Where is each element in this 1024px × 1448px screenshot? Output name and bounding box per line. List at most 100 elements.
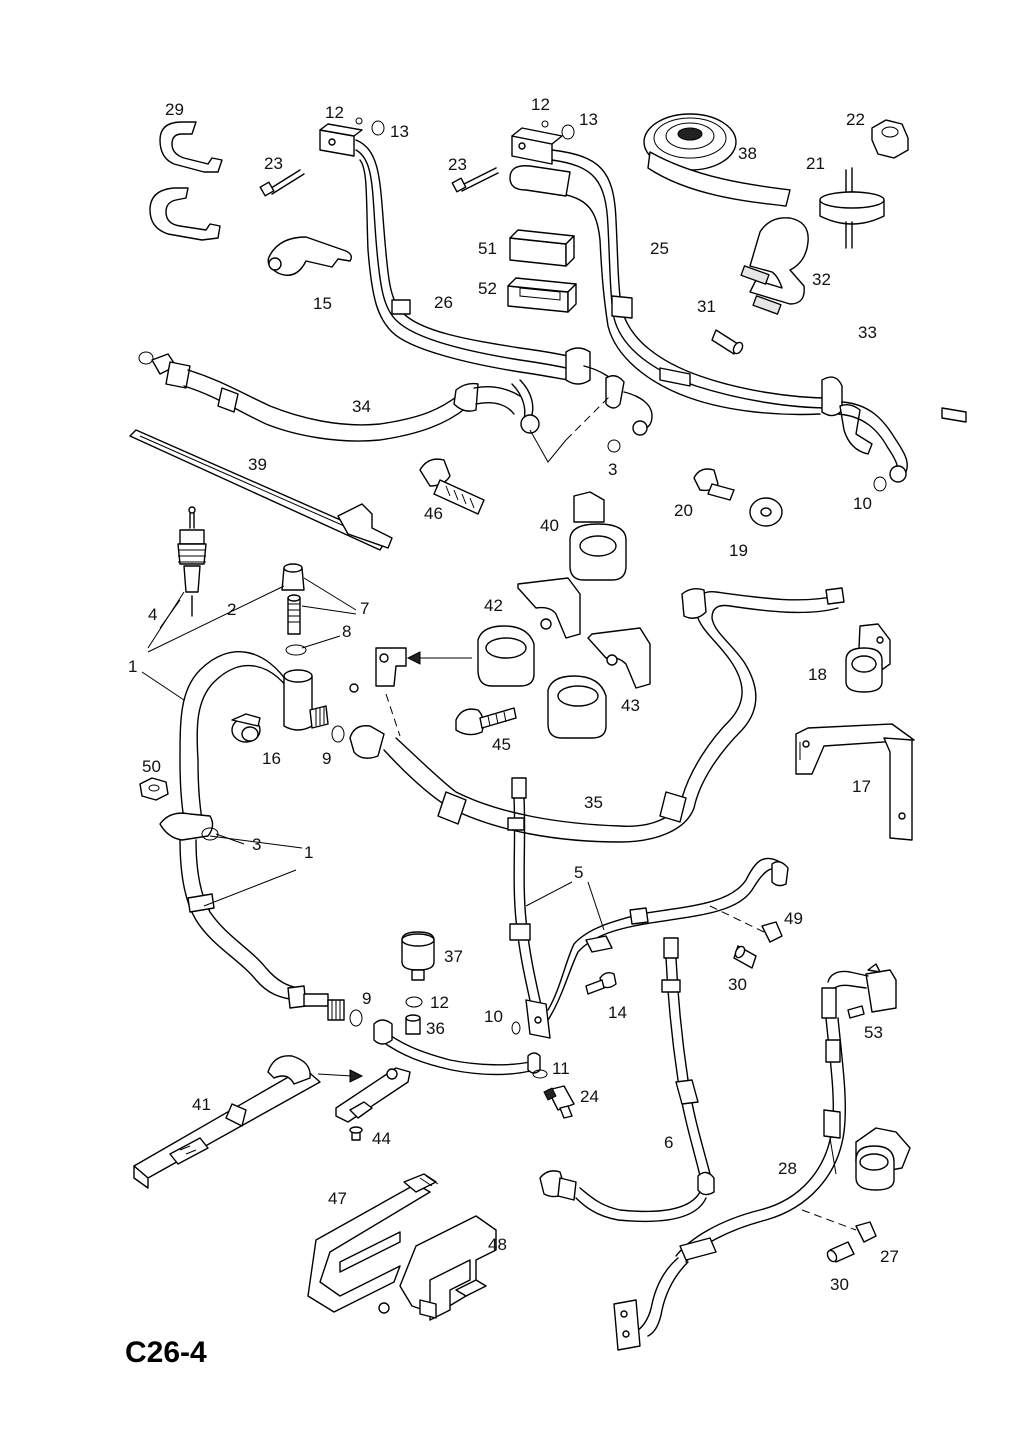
label-24: 24 xyxy=(580,1087,599,1106)
part-52-pad xyxy=(507,277,577,313)
part-12-block-left xyxy=(319,117,385,157)
part-31-sleeve xyxy=(711,329,744,355)
part-40-clip xyxy=(569,491,627,581)
label-23: 23 xyxy=(448,155,467,174)
part-30-sleeve-bottom xyxy=(826,1241,855,1263)
label-8: 8 xyxy=(342,622,351,641)
part-49-clip xyxy=(761,921,783,943)
part-19-washer xyxy=(749,497,783,527)
part-30-sleeve-mid xyxy=(733,945,757,969)
label-48: 48 xyxy=(488,1235,507,1254)
label-33: 33 xyxy=(858,323,877,342)
diagram-code: C26-4 xyxy=(125,1336,207,1369)
label-12: 12 xyxy=(430,993,449,1012)
part-28-hose xyxy=(613,970,869,1351)
label-22: 22 xyxy=(846,110,865,129)
label-1: 1 xyxy=(304,843,313,862)
label-41: 41 xyxy=(192,1095,211,1114)
label-28: 28 xyxy=(778,1159,797,1178)
part-14-screw xyxy=(585,971,617,995)
label-31: 31 xyxy=(697,297,716,316)
part-small-screw xyxy=(349,683,359,693)
label-39: 39 xyxy=(248,455,267,474)
part-32-clamp xyxy=(740,217,809,315)
part-20-bolt xyxy=(693,468,735,501)
part-7-valve-core xyxy=(287,594,301,635)
label-7: 7 xyxy=(360,599,369,618)
label-40: 40 xyxy=(540,516,559,535)
label-5: 5 xyxy=(574,863,583,882)
label-10: 10 xyxy=(853,494,872,513)
label-3: 3 xyxy=(608,460,617,479)
part-21-mount xyxy=(819,167,885,249)
part-8-oring xyxy=(285,644,307,656)
label-21: 21 xyxy=(806,154,825,173)
label-42: 42 xyxy=(484,596,503,615)
part-12-block-right xyxy=(511,120,575,165)
label-6: 6 xyxy=(664,1133,673,1152)
part-6-hose xyxy=(539,937,715,1223)
part-43-clamp xyxy=(547,627,651,739)
label-1: 1 xyxy=(128,657,137,676)
part-22-nut xyxy=(871,119,909,159)
part-42-clamp xyxy=(477,577,581,687)
part-clamp-bottom-right xyxy=(855,1127,911,1191)
label-11: 11 xyxy=(552,1059,570,1078)
label-37: 37 xyxy=(444,947,463,966)
part-37-switch xyxy=(401,931,435,981)
part-15-clip xyxy=(267,236,353,276)
leaders-28 xyxy=(801,1137,857,1231)
label-14: 14 xyxy=(608,1003,627,1022)
part-17-bracket xyxy=(795,723,915,841)
part-26-pipe xyxy=(355,139,653,436)
label-15: 15 xyxy=(313,294,332,313)
label-34: 34 xyxy=(352,397,371,416)
part-25-pipe xyxy=(509,149,967,483)
label-13: 13 xyxy=(390,122,409,141)
label-49: 49 xyxy=(784,909,803,928)
part-12-oring-mid xyxy=(405,996,423,1008)
label-47: 47 xyxy=(328,1189,347,1208)
label-19: 19 xyxy=(729,541,748,560)
label-30: 30 xyxy=(830,1275,849,1294)
part-5-hose xyxy=(373,777,789,1076)
part-48-bracket xyxy=(378,1215,497,1321)
label-9: 9 xyxy=(322,749,331,768)
part-39-strip xyxy=(129,429,393,551)
label-23: 23 xyxy=(264,154,283,173)
part-46-bolt xyxy=(419,458,485,515)
part-50-nut xyxy=(139,777,169,801)
label-10: 10 xyxy=(484,1007,503,1026)
label-53: 53 xyxy=(864,1023,883,1042)
label-12: 12 xyxy=(325,103,344,122)
label-9: 9 xyxy=(362,989,371,1008)
part-29-clamp xyxy=(149,121,223,241)
part-2-cap xyxy=(281,563,305,591)
label-16: 16 xyxy=(262,749,281,768)
part-11-oring xyxy=(532,1069,548,1079)
part-16-clip xyxy=(231,713,261,743)
part-27-clip xyxy=(855,1221,877,1243)
label-36: 36 xyxy=(426,1019,445,1038)
label-50: 50 xyxy=(142,757,161,776)
label-35: 35 xyxy=(584,793,603,812)
label-27: 27 xyxy=(880,1247,899,1266)
part-44-bracket xyxy=(317,1067,411,1141)
part-41-bracket xyxy=(133,1055,321,1189)
part-10-oring-top xyxy=(873,476,887,492)
label-46: 46 xyxy=(424,504,443,523)
leader-3-top xyxy=(529,395,621,463)
label-44: 44 xyxy=(372,1129,391,1148)
label-25: 25 xyxy=(650,239,669,258)
label-12: 12 xyxy=(531,95,550,114)
part-4-valve xyxy=(177,506,207,617)
label-29: 29 xyxy=(165,100,184,119)
label-13: 13 xyxy=(579,110,598,129)
label-43: 43 xyxy=(621,696,640,715)
label-2: 2 xyxy=(227,600,236,619)
part-1-hose xyxy=(159,651,363,1027)
part-38-tape xyxy=(643,113,791,207)
part-10-oring-mid xyxy=(511,1021,521,1035)
callout-labels: 29 12 13 12 13 3 8 22 21 23 23 15 2 6 5 1 5… xyxy=(125,95,899,1369)
part-23-bolt-left xyxy=(259,169,305,197)
